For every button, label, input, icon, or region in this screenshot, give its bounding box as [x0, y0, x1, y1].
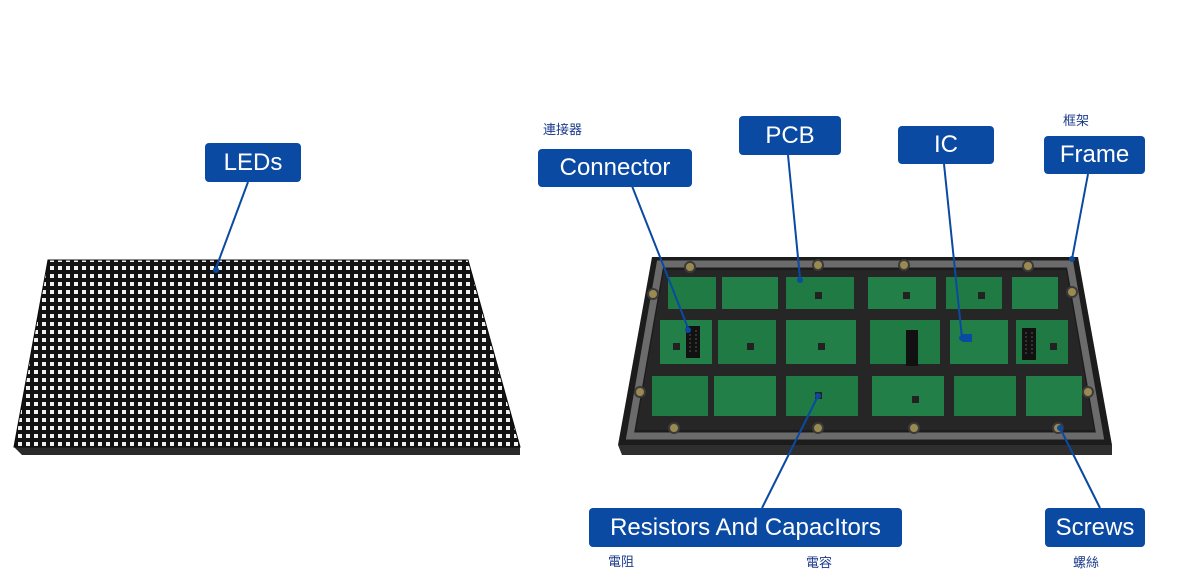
connector-label: Connector	[538, 149, 692, 187]
resistors-capacitors-label: Resistors And CapacItors	[589, 508, 902, 547]
ic-label: IC	[898, 126, 994, 164]
frame-cn-label: 框架	[1063, 115, 1089, 128]
pcb-label: PCB	[739, 116, 841, 155]
frame-label: Frame	[1044, 136, 1145, 174]
resistor-cn-label: 電阻	[608, 556, 634, 569]
led-panel-front	[14, 260, 520, 455]
screws-cn-label: 螺絲	[1073, 557, 1099, 570]
leds-label: LEDs	[205, 143, 301, 182]
center-chip	[906, 330, 918, 366]
capacitor-cn-label: 電容	[806, 557, 832, 570]
connector-cn-label: 連接器	[543, 124, 582, 137]
screws-label: Screws	[1045, 508, 1145, 547]
connector-right	[1022, 328, 1036, 360]
